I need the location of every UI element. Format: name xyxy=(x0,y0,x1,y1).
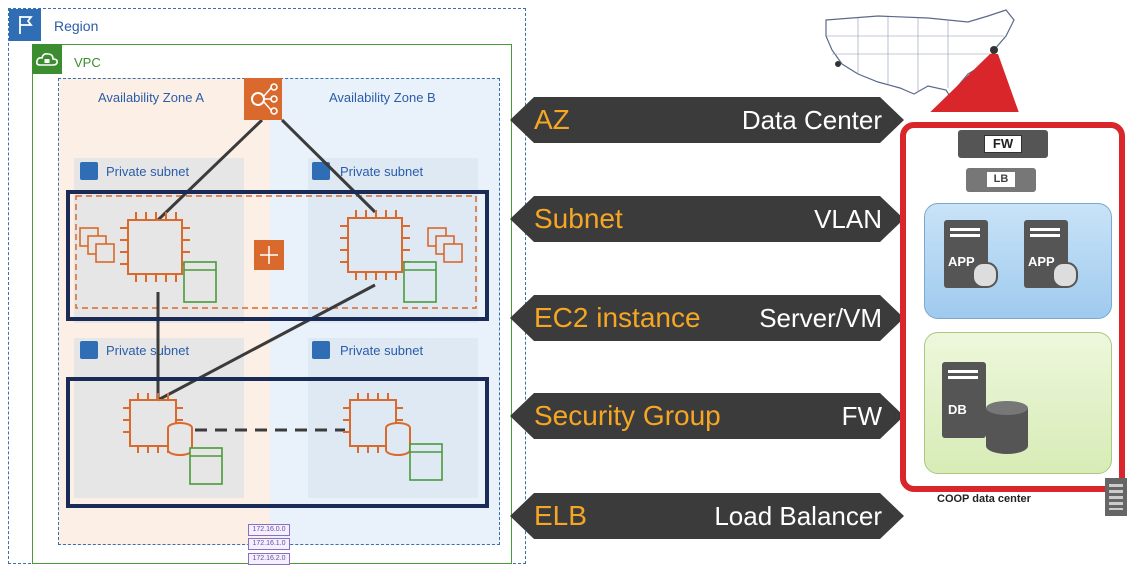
aws-term-elb: ELB xyxy=(534,500,587,531)
subnet-label-b-top: Private subnet xyxy=(340,164,424,179)
subnet-label-b-bottom: Private subnet xyxy=(340,343,424,358)
database-cylinder-icon xyxy=(986,401,1028,454)
subnet-label-a-bottom: Private subnet xyxy=(106,343,190,358)
cloud-lock-icon xyxy=(32,44,62,74)
lock-icon xyxy=(312,341,330,359)
database-instance-icon xyxy=(123,393,193,456)
cidr-label: 172.16.1.0 xyxy=(248,538,290,550)
app-label: APP xyxy=(948,254,975,269)
location-marker xyxy=(990,46,998,54)
ebs-volume-icon xyxy=(189,447,223,485)
ebs-volume-icon xyxy=(409,443,443,481)
arrow-ec2 xyxy=(510,295,904,341)
building-icon xyxy=(1105,478,1127,516)
app-label: APP xyxy=(1028,254,1055,269)
router-icon xyxy=(254,240,284,270)
security-group-db xyxy=(66,377,489,508)
auto-scaling-group xyxy=(75,195,477,309)
aws-term-subnet: Subnet xyxy=(534,203,623,234)
ebs-volume-icon xyxy=(403,261,437,303)
aws-diagram-drawing xyxy=(75,78,477,485)
mapping-arrows xyxy=(510,97,904,539)
load-balancer-device: LB xyxy=(966,168,1036,192)
firewall-label: FW xyxy=(984,135,1022,153)
instances-icon xyxy=(427,227,463,263)
arrow-elb xyxy=(510,493,904,539)
aws-term-az: AZ xyxy=(534,104,570,135)
elb-line-a xyxy=(156,118,264,222)
lb-label: LB xyxy=(987,172,1015,187)
onprem-term-lb: Load Balancer xyxy=(714,501,882,531)
subnet-b-bottom xyxy=(308,338,478,498)
aws-term-sg: Security Group xyxy=(534,400,721,431)
az-a-label: Availability Zone A xyxy=(98,90,204,105)
us-map-icon xyxy=(825,9,1019,112)
ec2-instance-icon xyxy=(120,212,190,282)
firewall-device: FW xyxy=(958,130,1048,158)
callout-pointer xyxy=(930,54,1019,112)
az-b-label: Availability Zone B xyxy=(329,90,436,105)
onprem-term-server: Server/VM xyxy=(759,303,882,333)
elb-line-b xyxy=(280,118,377,214)
onprem-term-vlan: VLAN xyxy=(814,204,882,234)
arrow-az xyxy=(510,97,904,143)
onprem-term-fw: FW xyxy=(841,401,882,431)
arrow-sg xyxy=(510,393,904,439)
instances-icon xyxy=(79,227,115,263)
cidr-label: 172.16.0.0 xyxy=(248,524,290,536)
elb-icon xyxy=(244,78,282,120)
location-marker xyxy=(835,61,841,67)
arrow-subnet xyxy=(510,196,904,242)
app-server-icon: APP xyxy=(944,220,998,288)
db-label: DB xyxy=(948,402,967,417)
onprem-term-dc: Data Center xyxy=(741,105,882,135)
lock-icon xyxy=(80,162,98,180)
vpc-label: VPC xyxy=(74,55,101,70)
flag-icon xyxy=(9,9,41,41)
database-instance-icon xyxy=(343,393,411,456)
aws-term-ec2: EC2 instance xyxy=(534,302,701,333)
region-label: Region xyxy=(54,18,99,34)
ebs-volume-icon xyxy=(183,261,217,303)
security-group-web xyxy=(66,190,489,321)
ec2-instance-icon xyxy=(340,210,410,280)
db-server-icon: DB xyxy=(942,362,986,438)
lock-icon xyxy=(312,162,330,180)
cidr-label: 172.16.2.0 xyxy=(248,553,290,565)
datacenter-caption: COOP data center xyxy=(937,493,1031,505)
subnet-label-a-top: Private subnet xyxy=(106,164,190,179)
app-server-icon: APP xyxy=(1024,220,1078,288)
lock-icon xyxy=(80,341,98,359)
